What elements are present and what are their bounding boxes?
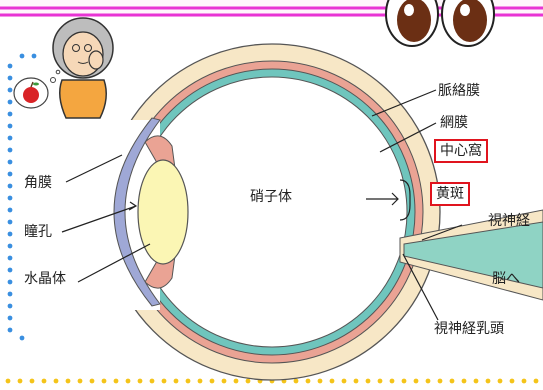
- label-choroid: 脈絡膜: [438, 83, 480, 99]
- left-dotted-border: [7, 53, 37, 341]
- cartoon-eyes-decoration: [385, 0, 495, 47]
- label-to-brain: 脳へ: [492, 271, 520, 287]
- label-fovea: 中心窩: [434, 139, 488, 163]
- leader-lines: [61, 89, 463, 321]
- bottom-dotted-border: [5, 378, 539, 384]
- grandmother-illustration: [52, 17, 114, 119]
- label-lens: 水晶体: [24, 271, 66, 287]
- crystalline-lens: [137, 159, 189, 265]
- thought-bubble-apple: [13, 69, 61, 109]
- label-cornea: 角膜: [24, 175, 52, 191]
- cornea: [113, 117, 161, 307]
- label-retina: 網膜: [440, 115, 468, 131]
- label-optic-nerve: 視神経: [488, 213, 530, 229]
- eyeball: [100, 43, 543, 381]
- label-pupil: 瞳孔: [24, 224, 52, 240]
- label-optic-disc: 視神経乳頭: [434, 321, 504, 337]
- label-vitreous: 硝子体: [250, 189, 292, 205]
- label-macula: 黄斑: [430, 182, 470, 206]
